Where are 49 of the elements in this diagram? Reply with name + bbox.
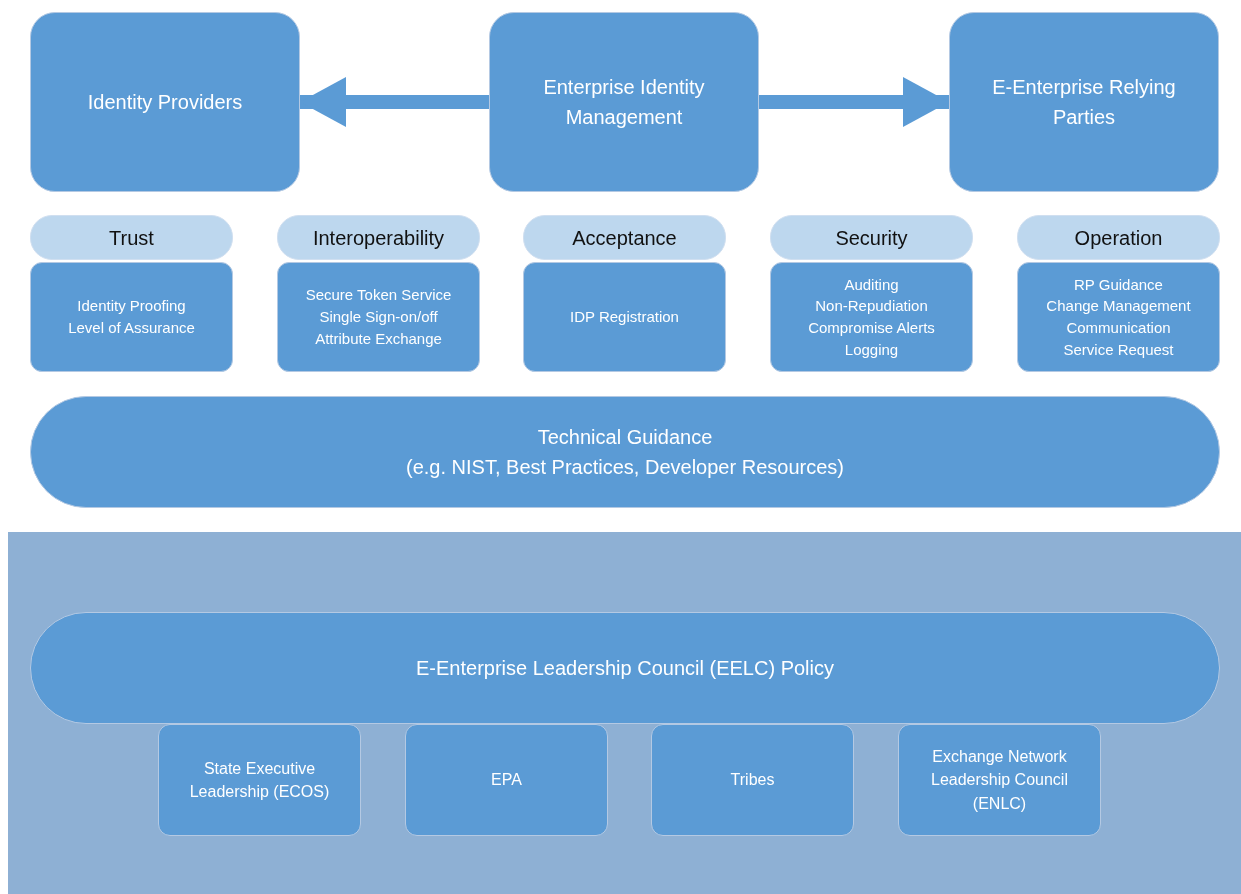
member-box [651, 724, 854, 836]
member-box [898, 724, 1101, 836]
node-label: Technical Guidance [537, 425, 713, 450]
node-label: E-Enterprise Relying Parties [991, 75, 1177, 130]
process-box [949, 12, 1219, 192]
block-arrow [300, 77, 489, 127]
node-label: Enterprise Identity Management [542, 75, 706, 130]
header-text: Acceptance [572, 225, 677, 251]
header-text: Operation [1074, 225, 1163, 251]
node-label: Tribes [730, 770, 775, 791]
list-item: Identity Proofing [77, 296, 186, 317]
header-text: Interoperability [312, 225, 445, 251]
category-header [523, 215, 726, 260]
node-label: IDP Registration [570, 307, 679, 328]
node-label: Identity Providers [87, 90, 243, 115]
list-item: Change Management [1046, 296, 1191, 317]
node-label: State Executive Leadership (ECOS) [188, 758, 331, 802]
block-arrow [759, 77, 949, 127]
member-box [158, 724, 361, 836]
category-header [770, 215, 973, 260]
detail-box [1017, 262, 1220, 372]
list-item: RP Guidance [1074, 274, 1163, 295]
list-item: Level of Assurance [68, 318, 195, 338]
process-box [30, 12, 300, 192]
list-item: Communication [1066, 318, 1171, 338]
list-item: Auditing [844, 274, 899, 295]
list-item: Logging [844, 339, 899, 360]
list-item: Secure Token Service [305, 285, 452, 306]
category-header [277, 215, 480, 260]
list-item: Service Request [1063, 339, 1174, 360]
header-text: Trust [109, 225, 154, 251]
header-text: Security [835, 225, 908, 251]
process-box [489, 12, 759, 192]
node-label: EPA [491, 770, 522, 791]
list-item: Single Sign-on/off [319, 307, 438, 328]
background-panel [8, 532, 1241, 894]
category-header [1017, 215, 1220, 260]
list-item: Attribute Exchange [315, 328, 442, 349]
node-label: (e.g. NIST, Best Practices, Developer Resources) [406, 455, 844, 480]
category-header [30, 215, 233, 260]
detail-box [770, 262, 973, 372]
node-label: Exchange Network Leadership Council (ENLC) [930, 747, 1069, 814]
detail-box [523, 262, 726, 372]
detail-box [277, 262, 480, 372]
member-box [405, 724, 608, 836]
list-item: Non-Repudiation [815, 296, 928, 317]
detail-box [30, 262, 233, 372]
list-item: Compromise Alerts [808, 318, 935, 338]
node-label: E-Enterprise Leadership Council (EELC) Policy [416, 656, 834, 681]
